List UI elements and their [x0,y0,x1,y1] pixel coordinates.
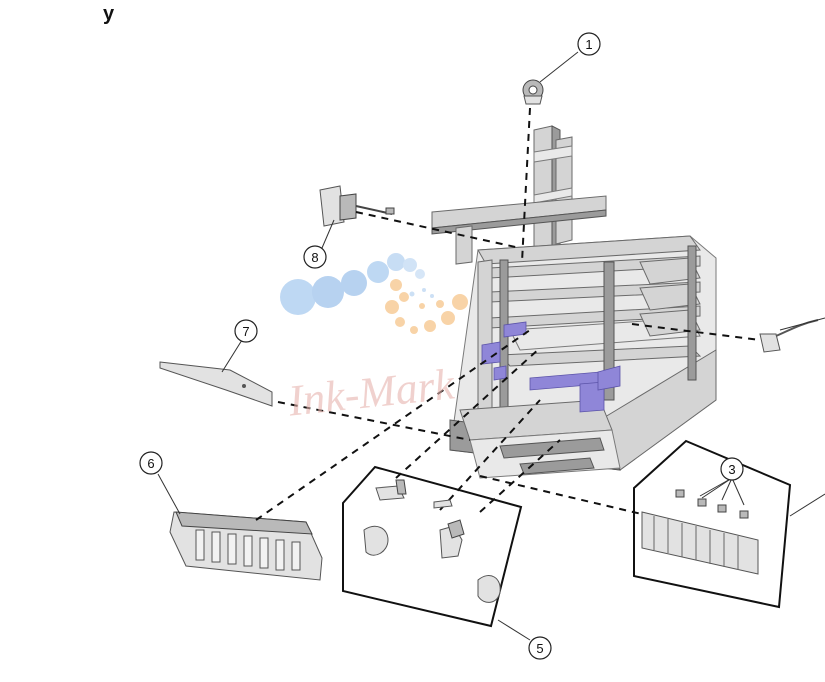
part-1-gear [522,79,544,105]
part-8-motor [319,185,395,227]
kit-box-3 [633,439,792,609]
kit-box-5 [342,465,523,628]
callout-8: 8 [303,245,327,269]
watermark-logo [280,253,468,334]
leader-lines [157,51,825,641]
callout-label-8: 8 [311,250,318,265]
main-frame-assembly [431,125,717,479]
kit-3-parts [641,489,759,575]
part-7-bracket [159,361,273,407]
callout-3: 3 [720,457,744,481]
callout-6: 6 [139,451,163,475]
callout-label-6: 6 [147,456,154,471]
kit-5-parts [363,479,501,603]
callout-label-1: 1 [585,37,592,52]
callout-label-5: 5 [536,641,543,656]
callout-1: 1 [577,32,601,56]
callout-label-3: 3 [728,462,735,477]
explode-lines [255,107,761,521]
callout-7: 7 [234,319,258,343]
part-6-fuser [169,511,323,581]
page-title-fragment: y [103,3,115,25]
right-cable-connector [759,319,819,353]
watermark-text: Ink-Mark [285,359,458,425]
callout-label-7: 7 [242,324,249,339]
callout-5: 5 [528,636,552,660]
